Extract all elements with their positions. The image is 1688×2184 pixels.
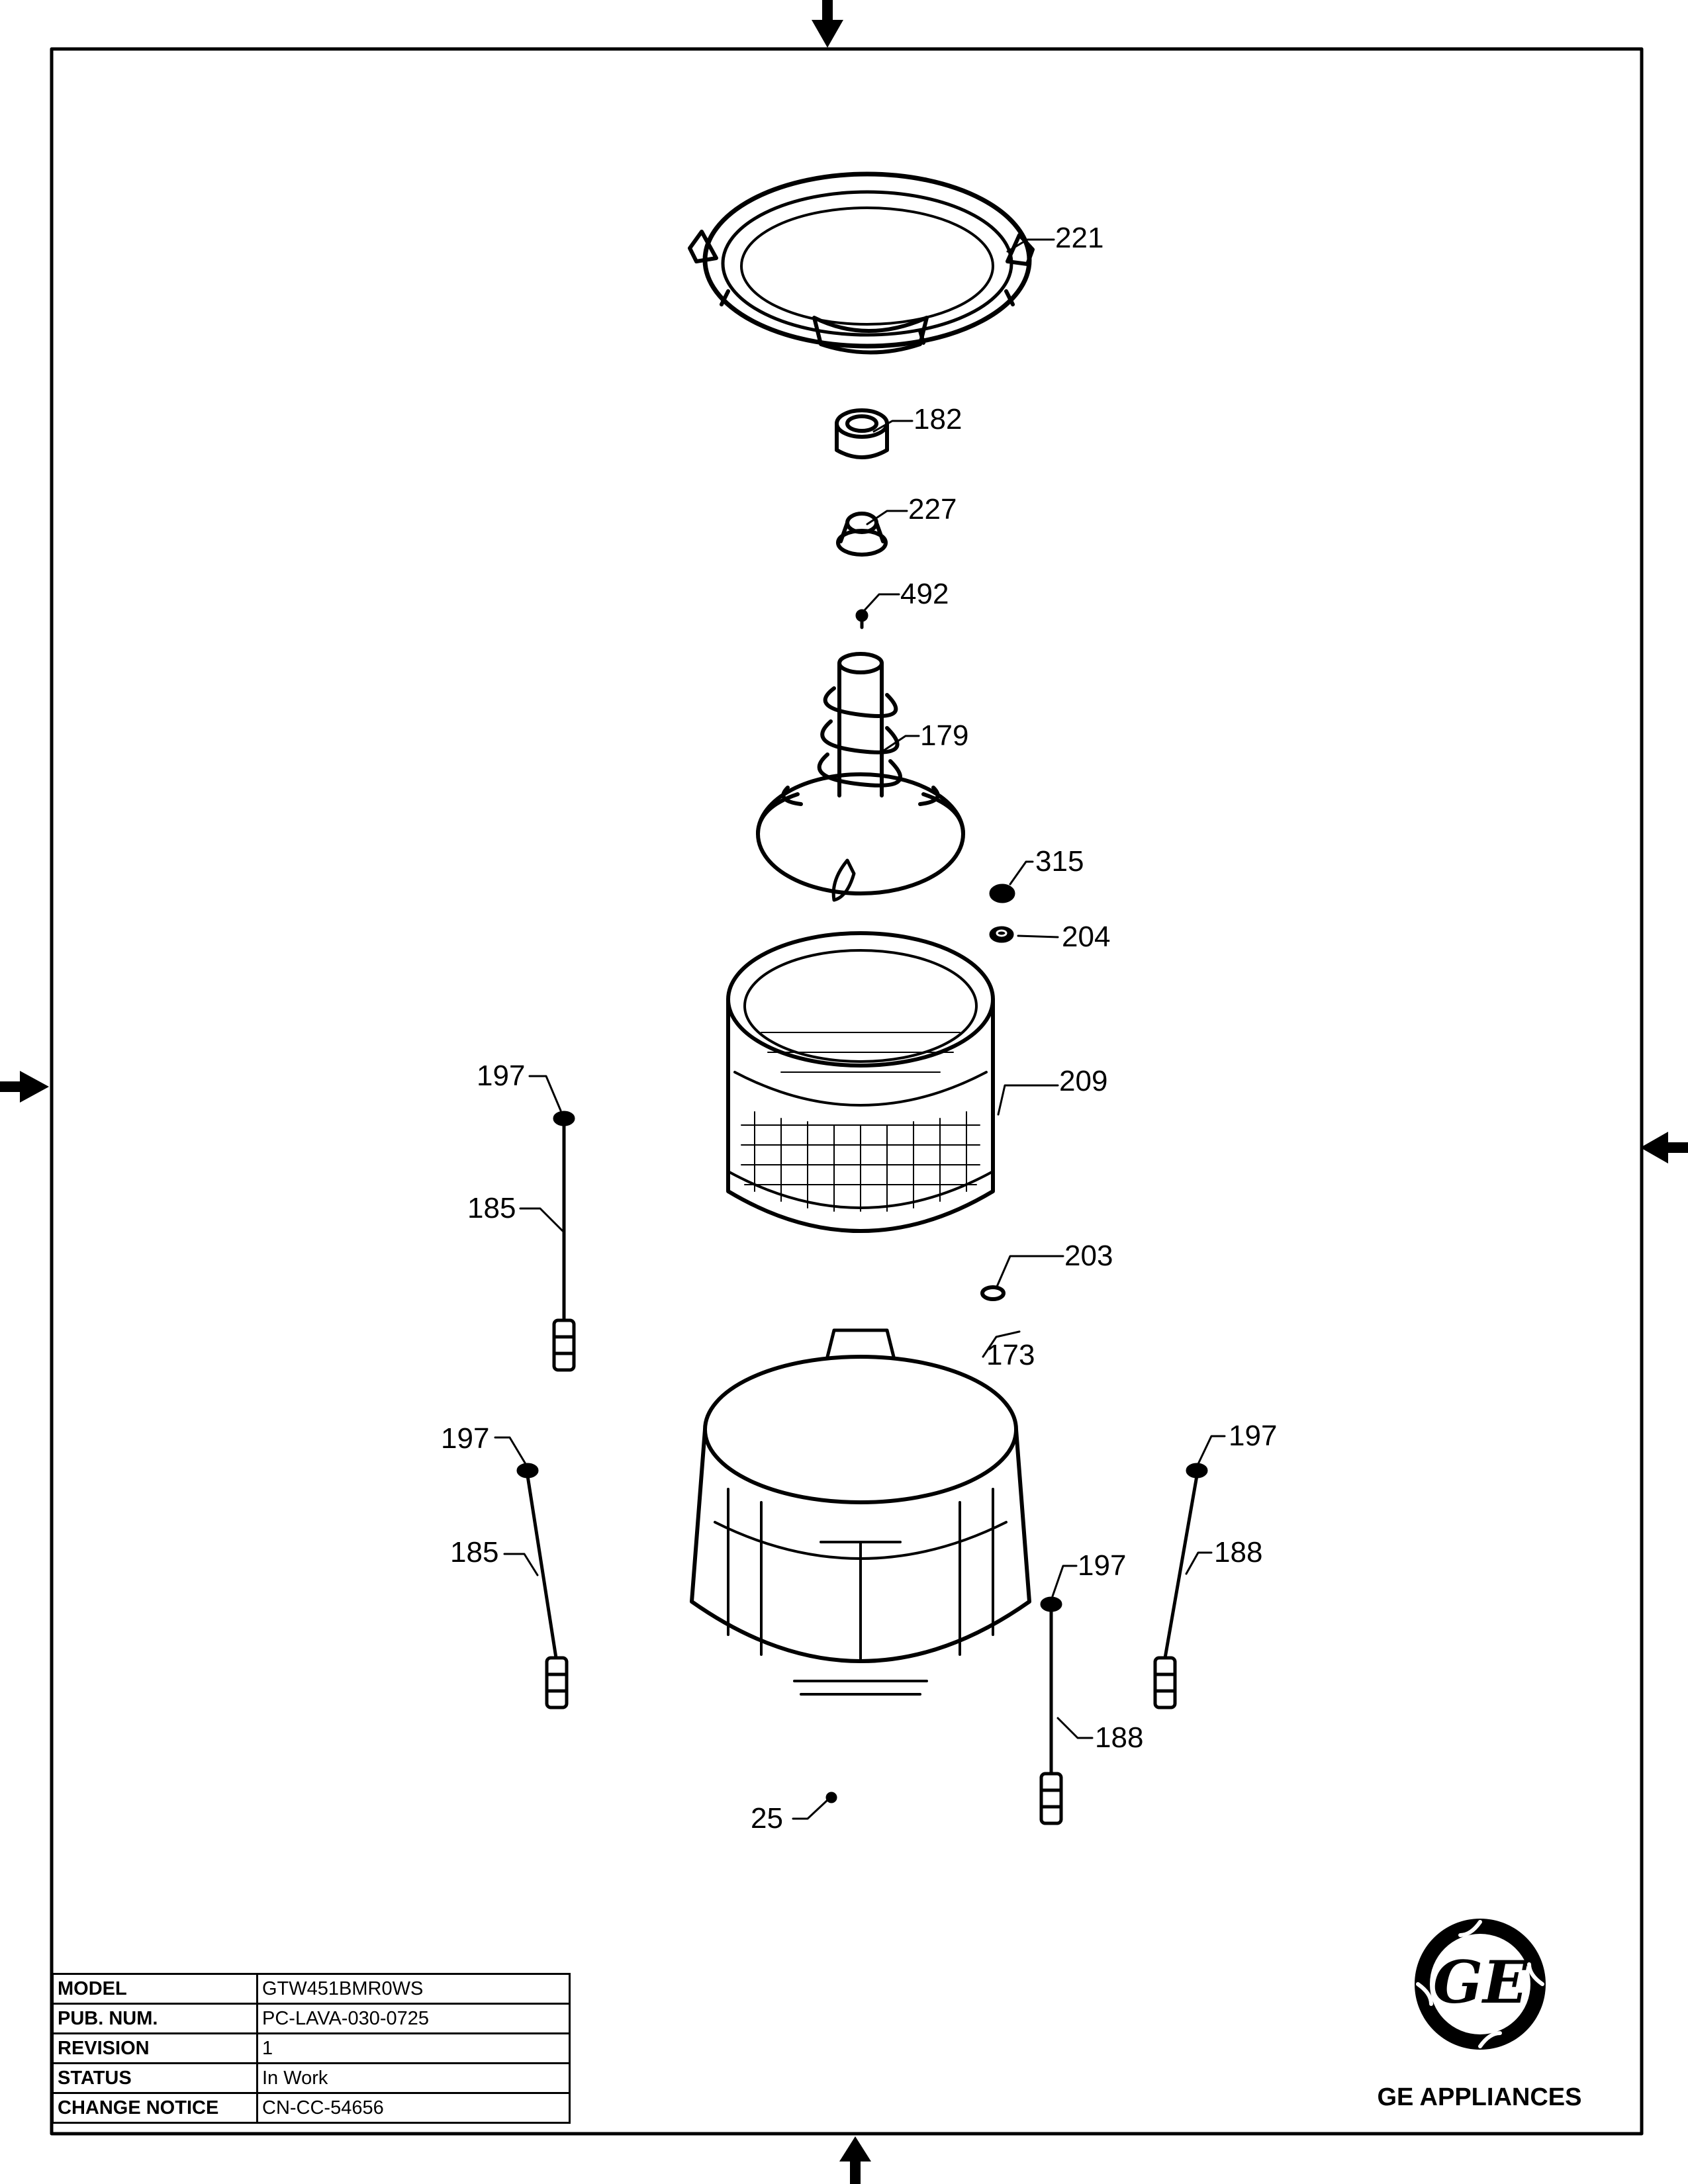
part-173-outer-tub xyxy=(690,1328,1031,1696)
leader-182 xyxy=(872,420,914,433)
registration-arrow-top xyxy=(812,0,843,48)
callout-25: 25 xyxy=(751,1802,783,1835)
callout-315: 315 xyxy=(1035,845,1084,878)
ge-logo-lettering: GE xyxy=(1433,1948,1528,2017)
callout-197-lower-left: 197 xyxy=(441,1422,490,1455)
callout-227: 227 xyxy=(908,493,957,525)
info-row-change-notice: CHANGE NOTICE CN-CC-54656 xyxy=(52,2092,571,2124)
info-row-status: STATUS In Work xyxy=(52,2062,571,2094)
callout-188-center: 188 xyxy=(1095,1721,1144,1754)
drawing-border xyxy=(50,47,1644,2136)
part-188-rod-lower-right xyxy=(1153,1463,1208,1709)
callout-221: 221 xyxy=(1055,222,1104,254)
leader-197d xyxy=(1051,1565,1078,1598)
part-185-rod-lower-left xyxy=(516,1463,569,1709)
leader-227 xyxy=(866,510,908,525)
leader-25 xyxy=(792,1799,829,1820)
part-221-tub-ring xyxy=(688,171,1035,355)
info-value: CN-CC-54656 xyxy=(256,2092,571,2124)
callout-188-right: 188 xyxy=(1214,1536,1263,1569)
callout-492: 492 xyxy=(900,578,949,610)
part-203-washer xyxy=(980,1285,1006,1301)
part-204-washer xyxy=(989,926,1014,943)
leader-197a xyxy=(528,1075,562,1112)
leader-197c xyxy=(1197,1435,1226,1465)
part-227-seal xyxy=(836,512,888,557)
info-key: PUB. NUM. xyxy=(52,2003,258,2034)
callout-197-center: 197 xyxy=(1078,1549,1127,1582)
leader-173 xyxy=(982,1330,1021,1358)
part-209-basket xyxy=(726,931,995,1233)
info-row-revision: REVISION 1 xyxy=(52,2032,571,2064)
leader-185b xyxy=(503,1553,539,1576)
info-key: MODEL xyxy=(52,1973,258,2005)
leader-315 xyxy=(1009,860,1034,886)
leader-179 xyxy=(880,735,920,753)
leader-188a xyxy=(1185,1551,1213,1575)
part-315-cap xyxy=(989,884,1015,903)
info-key: CHANGE NOTICE xyxy=(52,2092,258,2124)
leader-204 xyxy=(1017,934,1059,938)
info-row-model: MODEL GTW451BMR0WS xyxy=(52,1973,571,2005)
leader-492 xyxy=(863,593,900,612)
info-key: STATUS xyxy=(52,2062,258,2094)
registration-arrow-right xyxy=(1640,1132,1688,1163)
leader-203 xyxy=(996,1255,1064,1288)
info-row-pub-num: PUB. NUM. PC-LAVA-030-0725 xyxy=(52,2003,571,2034)
part-182-bushing xyxy=(835,408,889,459)
callout-185-lower-left: 185 xyxy=(450,1536,499,1569)
brand-name: GE APPLIANCES xyxy=(1377,2083,1582,2111)
callout-173: 173 xyxy=(986,1339,1035,1371)
registration-arrow-bottom xyxy=(839,2136,871,2184)
leader-185a xyxy=(519,1207,564,1232)
callout-209: 209 xyxy=(1059,1065,1108,1097)
info-value: In Work xyxy=(256,2062,571,2094)
part-188-rod-center xyxy=(1039,1596,1063,1825)
info-key: REVISION xyxy=(52,2032,258,2064)
callout-197-upper-left: 197 xyxy=(477,1060,526,1092)
registration-arrow-left xyxy=(0,1071,49,1103)
info-value: 1 xyxy=(256,2032,571,2064)
part-185-rod-upper-left xyxy=(552,1111,576,1372)
info-value: GTW451BMR0WS xyxy=(256,1973,571,2005)
callout-204: 204 xyxy=(1062,921,1111,953)
leader-197b xyxy=(494,1436,527,1465)
callout-203: 203 xyxy=(1064,1240,1113,1272)
callout-185-upper-left: 185 xyxy=(467,1192,516,1224)
leader-209 xyxy=(997,1084,1059,1116)
document-info-block: MODEL GTW451BMR0WS PUB. NUM. PC-LAVA-030… xyxy=(52,1973,571,2124)
callout-197-right: 197 xyxy=(1229,1420,1278,1452)
leader-221 xyxy=(1006,238,1055,253)
callout-179: 179 xyxy=(920,719,969,752)
part-179-impeller xyxy=(756,652,965,902)
callout-leader-lines xyxy=(494,238,1226,1820)
info-value: PC-LAVA-030-0725 xyxy=(256,2003,571,2034)
part-25-screw xyxy=(825,1792,837,1803)
callout-182: 182 xyxy=(914,403,962,435)
leader-188b xyxy=(1056,1717,1094,1739)
part-492-screw xyxy=(855,609,868,629)
ge-logo: GE xyxy=(1415,1919,1546,2050)
